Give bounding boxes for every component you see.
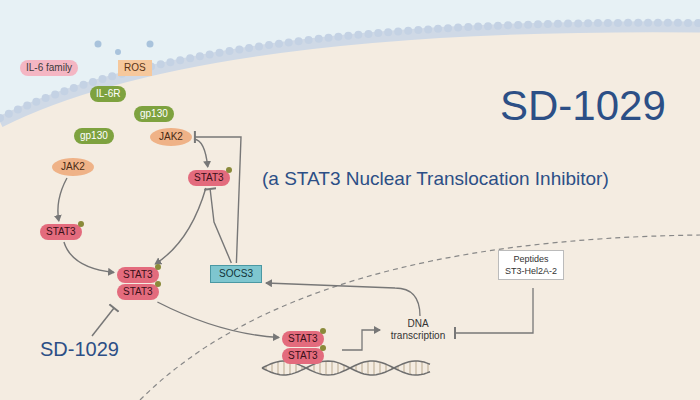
socs3-box: SOCS3 — [210, 265, 262, 283]
stat3-protein: STAT3 — [40, 224, 82, 240]
subtitle: (a STAT3 Nuclear Translocation Inhibitor… — [262, 168, 609, 190]
title: SD-1029 — [500, 82, 666, 130]
arrow — [266, 283, 420, 316]
arrow-connector — [58, 178, 67, 221]
node-text: STAT3 — [288, 333, 318, 345]
node-text: ROS — [124, 62, 146, 74]
ros: ROS — [118, 60, 152, 76]
arrow — [342, 330, 380, 350]
node-text: Peptides — [505, 253, 557, 265]
stat3-protein: STAT3 — [282, 348, 324, 364]
drug-label: SD-1029 — [40, 338, 119, 361]
receptor: gp130 — [134, 106, 174, 122]
node-text: gp130 — [140, 108, 168, 120]
node-text: JAK2 — [159, 131, 183, 143]
receptor: IL-6R — [90, 86, 126, 102]
node-text: ST3-Hel2A-2 — [505, 265, 557, 277]
arrow-connector — [155, 188, 206, 264]
receptor: gp130 — [74, 128, 114, 144]
stat3-protein: STAT3 — [117, 267, 159, 283]
node-text: STAT3 — [123, 286, 153, 298]
process-label: DNA transcription — [385, 318, 451, 342]
node-text: JAK2 — [61, 161, 85, 173]
ligand-dots — [95, 41, 154, 56]
node-text: STAT3 — [123, 269, 153, 281]
stat3-protein: STAT3 — [282, 331, 324, 347]
peptide-box: PeptidesST3-Hel2A-2 — [498, 250, 564, 280]
inhibition-connector — [195, 137, 241, 263]
nuclear-envelope — [140, 235, 700, 400]
kinase: JAK2 — [52, 158, 94, 176]
node-text: gp130 — [80, 130, 108, 142]
inhibition-line — [455, 288, 533, 333]
node-text: STAT3 — [194, 172, 224, 184]
inhibition-connector — [210, 189, 231, 263]
stat3-protein: STAT3 — [188, 170, 230, 186]
kinase: JAK2 — [150, 128, 192, 146]
node-text: STAT3 — [46, 226, 76, 238]
arrow-connector — [194, 139, 208, 167]
arrow-connector — [64, 242, 114, 272]
node-text: SOCS3 — [217, 268, 255, 280]
node-text: IL-6 family — [26, 62, 72, 74]
node-text: IL-6R — [96, 88, 120, 100]
ligand: IL-6 family — [20, 60, 78, 76]
node-text: STAT3 — [288, 350, 318, 362]
inhibition-line — [92, 308, 114, 336]
stat3-protein: STAT3 — [117, 284, 159, 300]
arrow-connector — [157, 302, 279, 338]
